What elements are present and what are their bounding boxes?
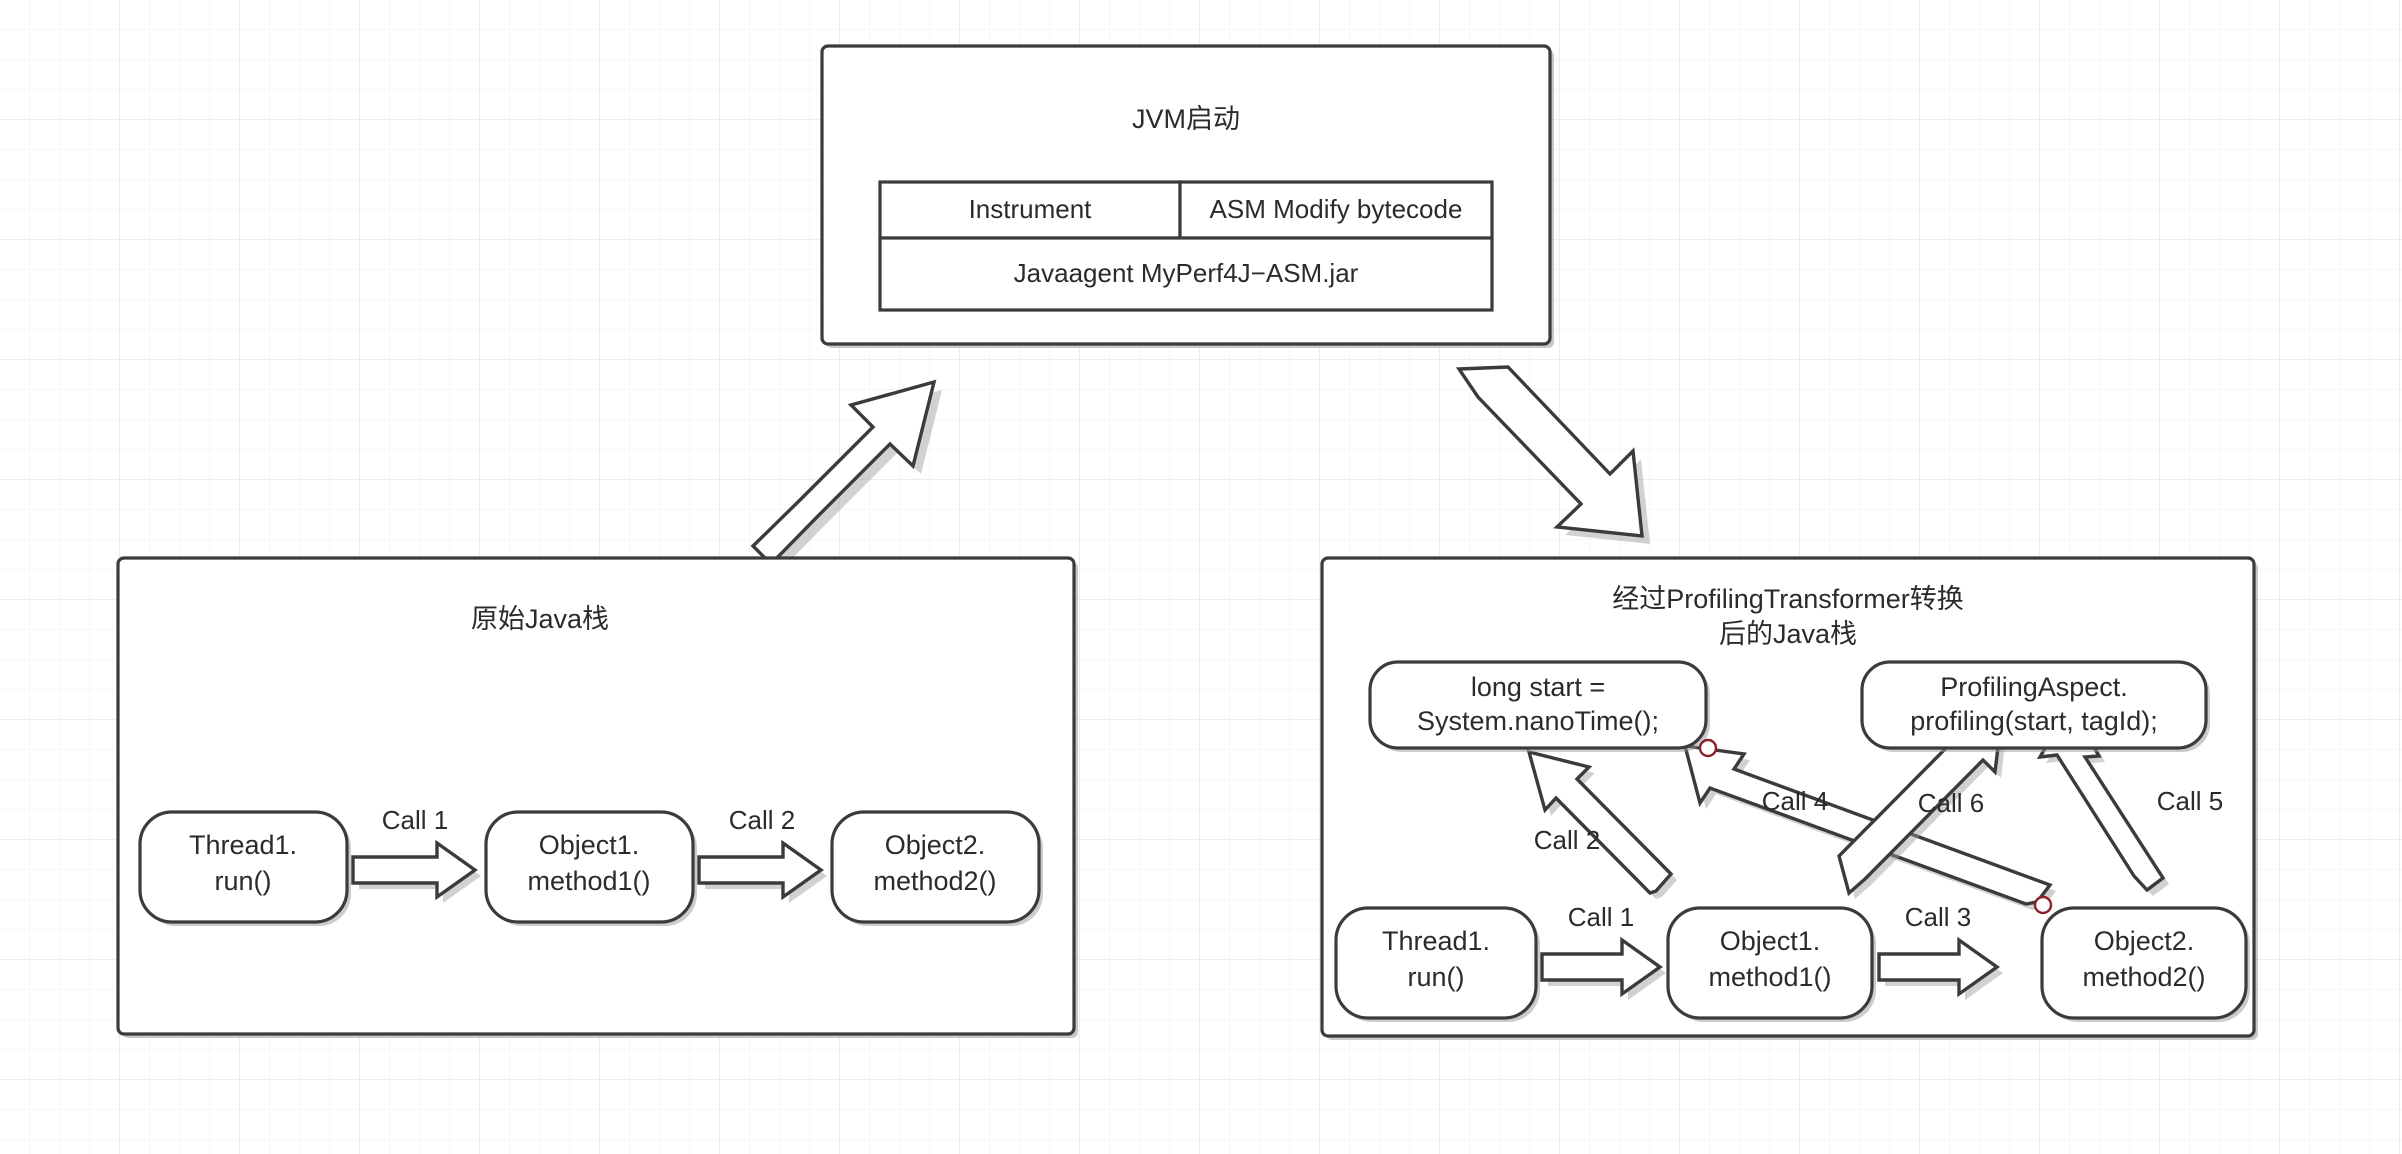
left-panel-title: 原始Java栈 — [471, 604, 609, 634]
left-node-object2-method2-line2: method2() — [873, 866, 996, 896]
right-edge-call5-label: Call 5 — [2157, 786, 2223, 816]
down-right-arrow-icon — [1455, 365, 1650, 544]
right-node-long-start-line1: long start = — [1471, 672, 1605, 702]
right-node-thread1-run[interactable]: Thread1. run() — [1334, 906, 1540, 1022]
right-node-thread1-run-line1: Thread1. — [1382, 926, 1490, 956]
jvm-cell-javaagent-label: Javaagent MyPerf4J−ASM.jar — [1014, 258, 1359, 288]
right-edge-call3-arrow — [1877, 936, 2003, 1000]
jvm-start-box[interactable]: JVM启动 Instrument ASM Modify bytecode Jav… — [820, 44, 1554, 348]
right-panel-title-line1: 经过ProfilingTransformer转换 — [1612, 584, 1964, 614]
endpoint-marker-long-start — [1698, 738, 1718, 758]
right-node-thread1-run-line2: run() — [1407, 962, 1464, 992]
jvm-cell-instrument[interactable]: Instrument — [878, 180, 1182, 240]
up-right-arrow-icon — [750, 379, 942, 572]
left-edge-call2-arrow — [697, 839, 827, 903]
right-edge-call1-arrow — [1540, 936, 1666, 1000]
right-node-profiling-aspect-line2: profiling(start, tagId); — [1910, 706, 2158, 736]
jvm-cell-javaagent[interactable]: Javaagent MyPerf4J−ASM.jar — [878, 236, 1494, 312]
right-node-object1-method1-line1: Object1. — [1720, 926, 1821, 956]
right-node-object2-method2[interactable]: Object2. method2() — [2040, 906, 2250, 1022]
left-node-object2-method2-line1: Object2. — [885, 830, 986, 860]
right-panel-title-line2: 后的Java栈 — [1719, 619, 1857, 649]
jvm-cell-asm-label: ASM Modify bytecode — [1210, 194, 1463, 224]
right-node-object2-method2-line2: method2() — [2082, 962, 2205, 992]
left-node-object1-method1[interactable]: Object1. method1() — [484, 810, 697, 926]
left-panel-original-stack[interactable]: 原始Java栈 Thread1. run() Call 1 Object1. m… — [116, 556, 1078, 1038]
left-node-object2-method2[interactable]: Object2. method2() — [830, 810, 1043, 926]
left-node-thread1-run[interactable]: Thread1. run() — [138, 810, 351, 926]
left-node-object1-method1-line2: method1() — [527, 866, 650, 896]
endpoint-marker-object2 — [2033, 895, 2053, 915]
jvm-box-title: JVM启动 — [1132, 104, 1240, 134]
right-node-profiling-aspect[interactable]: ProfilingAspect. profiling(start, tagId)… — [1860, 660, 2210, 752]
right-panel-transformed-stack[interactable]: 经过ProfilingTransformer转换 后的Java栈 Call 2 … — [1320, 556, 2258, 1040]
right-node-long-start-line2: System.nanoTime(); — [1417, 706, 1659, 736]
left-node-thread1-run-line1: Thread1. — [189, 830, 297, 860]
right-node-long-start[interactable]: long start = System.nanoTime(); — [1368, 660, 1710, 752]
right-node-object1-method1-line2: method1() — [1708, 962, 1831, 992]
right-edge-call2-label: Call 2 — [1534, 825, 1600, 855]
jvm-cell-instrument-label: Instrument — [969, 194, 1093, 224]
right-edge-call4-label: Call 4 — [1762, 786, 1828, 816]
jvm-cell-asm[interactable]: ASM Modify bytecode — [1178, 180, 1494, 240]
right-edge-call1-label: Call 1 — [1568, 902, 1634, 932]
right-node-object1-method1[interactable]: Object1. method1() — [1666, 906, 1876, 1022]
right-node-object2-method2-line1: Object2. — [2094, 926, 2195, 956]
right-edge-call6-label: Call 6 — [1918, 788, 1984, 818]
left-edge-call1-arrow — [351, 839, 481, 903]
left-node-object1-method1-line1: Object1. — [539, 830, 640, 860]
right-node-profiling-aspect-line1: ProfilingAspect. — [1940, 672, 2128, 702]
right-edge-call3-label: Call 3 — [1905, 902, 1971, 932]
left-edge-call2-label: Call 2 — [729, 805, 795, 835]
left-node-thread1-run-line2: run() — [214, 866, 271, 896]
left-edge-call1-label: Call 1 — [382, 805, 448, 835]
